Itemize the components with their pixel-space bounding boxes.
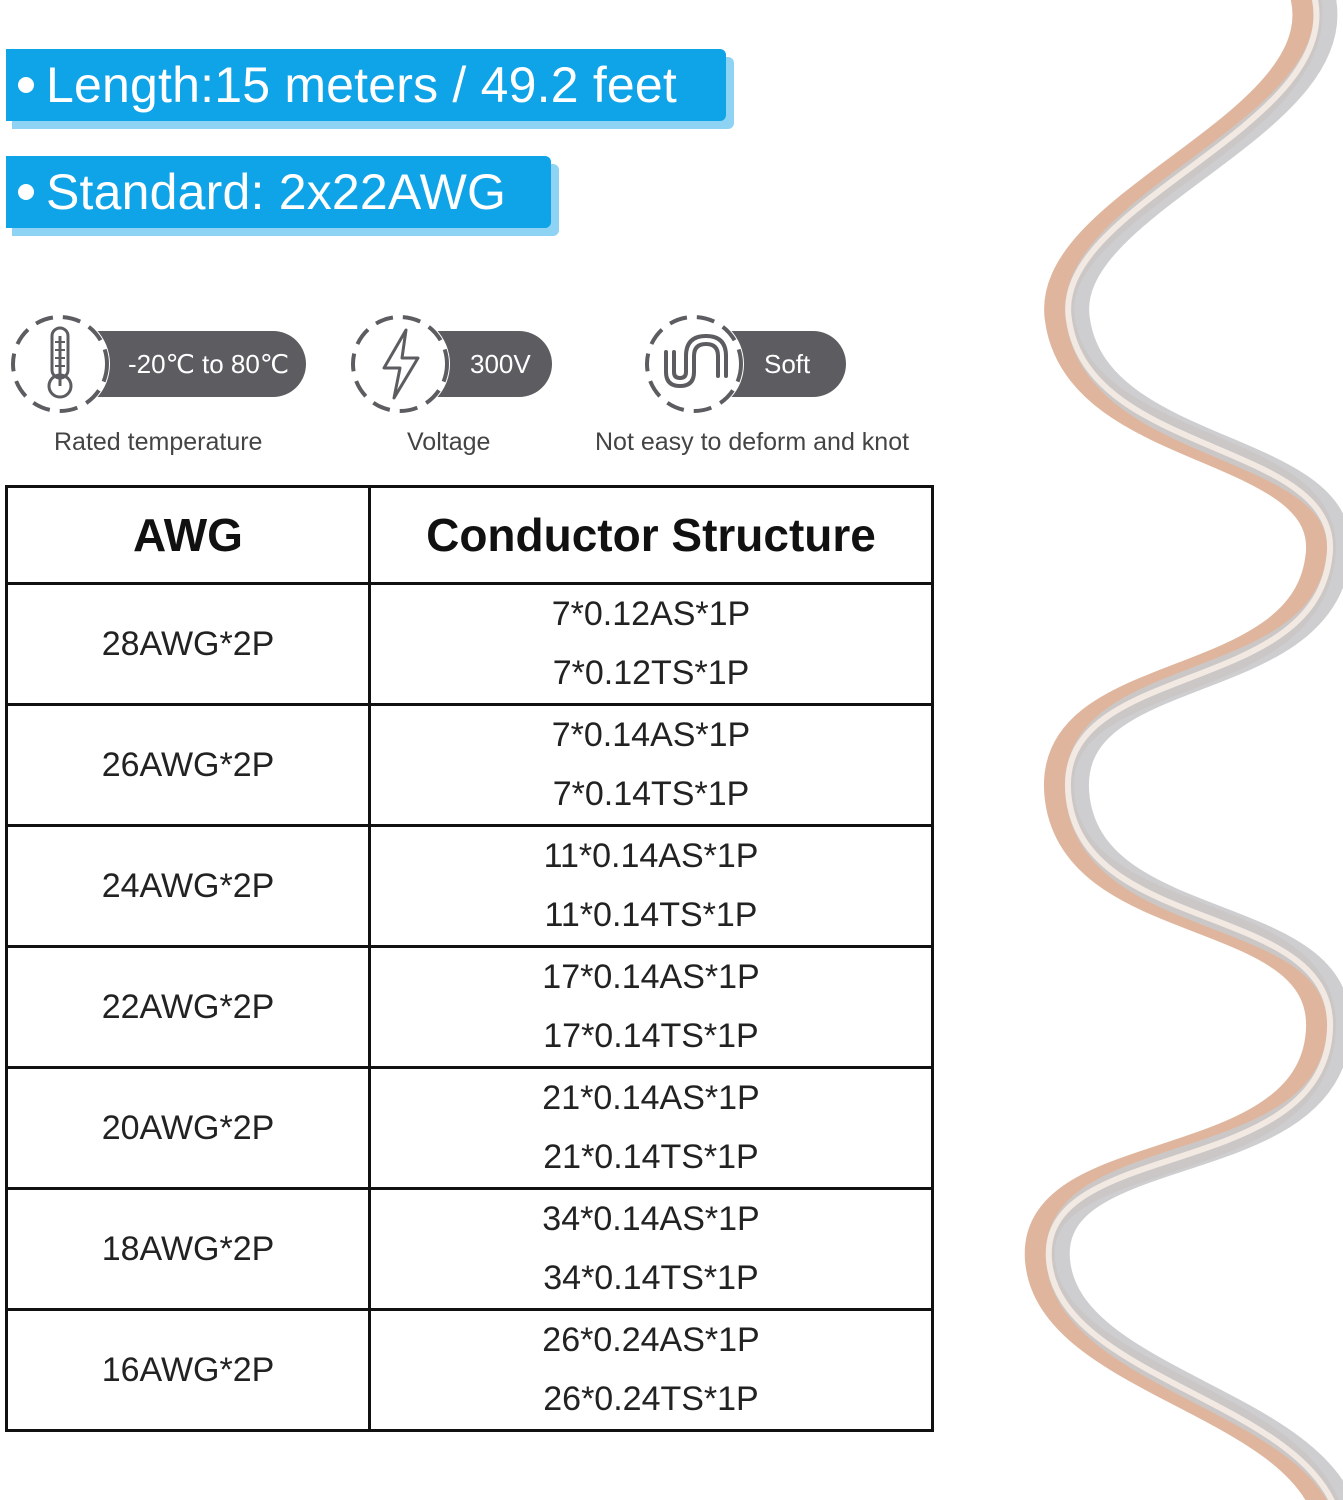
conductor-ts: 21*0.14TS*1P — [543, 1138, 759, 1176]
lightning-icon — [350, 314, 450, 414]
conductor-cell: 17*0.14AS*1P 17*0.14TS*1P — [368, 945, 934, 1069]
standard-text: Standard: 2x22AWG — [46, 164, 507, 220]
voltage-caption: Voltage — [407, 428, 491, 456]
conductor-ts: 7*0.14TS*1P — [552, 775, 750, 813]
standard-banner: Standard: 2x22AWG — [6, 156, 559, 236]
awg-cell: 26AWG*2P — [5, 703, 371, 827]
table-row: 28AWG*2P 7*0.12AS*1P 7*0.12TS*1P — [5, 582, 934, 706]
conductor-cell: 34*0.14AS*1P 34*0.14TS*1P — [368, 1187, 934, 1311]
conductor-as: 17*0.14AS*1P — [542, 958, 760, 996]
conductor-ts: 7*0.12TS*1P — [552, 654, 750, 692]
cable-strand-silver — [1045, 0, 1343, 1500]
temperature-caption: Rated temperature — [54, 428, 263, 456]
header-conductor-structure: Conductor Structure — [368, 485, 934, 585]
awg-cell: 20AWG*2P — [5, 1066, 371, 1190]
length-text: Length:15 meters / 49.2 feet — [46, 57, 678, 113]
conductor-ts: 17*0.14TS*1P — [543, 1017, 759, 1055]
length-banner: Length:15 meters / 49.2 feet — [6, 49, 734, 129]
bullet-dot — [18, 184, 34, 200]
cable-strand-copper — [1024, 0, 1339, 1500]
soft-caption: Not easy to deform and knot — [595, 428, 910, 456]
conductor-as: 21*0.14AS*1P — [542, 1079, 760, 1117]
awg-cell: 18AWG*2P — [5, 1187, 371, 1311]
conductor-cell: 26*0.24AS*1P 26*0.24TS*1P — [368, 1308, 934, 1432]
conductor-as: 26*0.24AS*1P — [542, 1321, 760, 1359]
conductor-ts: 34*0.14TS*1P — [543, 1259, 759, 1297]
awg-cell: 16AWG*2P — [5, 1308, 371, 1432]
conductor-cell: 7*0.12AS*1P 7*0.12TS*1P — [368, 582, 934, 706]
spec-table: AWG Conductor Structure 28AWG*2P 7*0.12A… — [5, 485, 934, 1432]
table-row: 26AWG*2P 7*0.14AS*1P 7*0.14TS*1P — [5, 703, 934, 827]
table-row: 20AWG*2P 21*0.14AS*1P 21*0.14TS*1P — [5, 1066, 934, 1190]
awg-cell: 24AWG*2P — [5, 824, 371, 948]
conductor-ts: 26*0.24TS*1P — [543, 1380, 759, 1418]
conductor-as: 11*0.14AS*1P — [543, 837, 759, 875]
thermometer-icon — [10, 314, 110, 414]
conductor-ts: 11*0.14TS*1P — [544, 896, 758, 934]
coiled-cable-icon — [644, 314, 744, 414]
conductor-cell: 21*0.14AS*1P 21*0.14TS*1P — [368, 1066, 934, 1190]
conductor-cell: 7*0.14AS*1P 7*0.14TS*1P — [368, 703, 934, 827]
conductor-as: 7*0.14AS*1P — [551, 716, 751, 754]
table-row: 22AWG*2P 17*0.14AS*1P 17*0.14TS*1P — [5, 945, 934, 1069]
bullet-dot — [18, 77, 34, 93]
conductor-as: 34*0.14AS*1P — [542, 1200, 760, 1238]
table-header-row: AWG Conductor Structure — [5, 485, 934, 585]
table-row: 16AWG*2P 26*0.24AS*1P 26*0.24TS*1P — [5, 1308, 934, 1432]
awg-cell: 28AWG*2P — [5, 582, 371, 706]
header-awg: AWG — [5, 485, 371, 585]
awg-cell: 22AWG*2P — [5, 945, 371, 1069]
table-row: 18AWG*2P 34*0.14AS*1P 34*0.14TS*1P — [5, 1187, 934, 1311]
table-row: 24AWG*2P 11*0.14AS*1P 11*0.14TS*1P — [5, 824, 934, 948]
cable-highlight — [1045, 0, 1335, 1500]
conductor-cell: 11*0.14AS*1P 11*0.14TS*1P — [368, 824, 934, 948]
twisted-cable-image — [1024, 0, 1343, 1500]
conductor-as: 7*0.12AS*1P — [551, 595, 751, 633]
